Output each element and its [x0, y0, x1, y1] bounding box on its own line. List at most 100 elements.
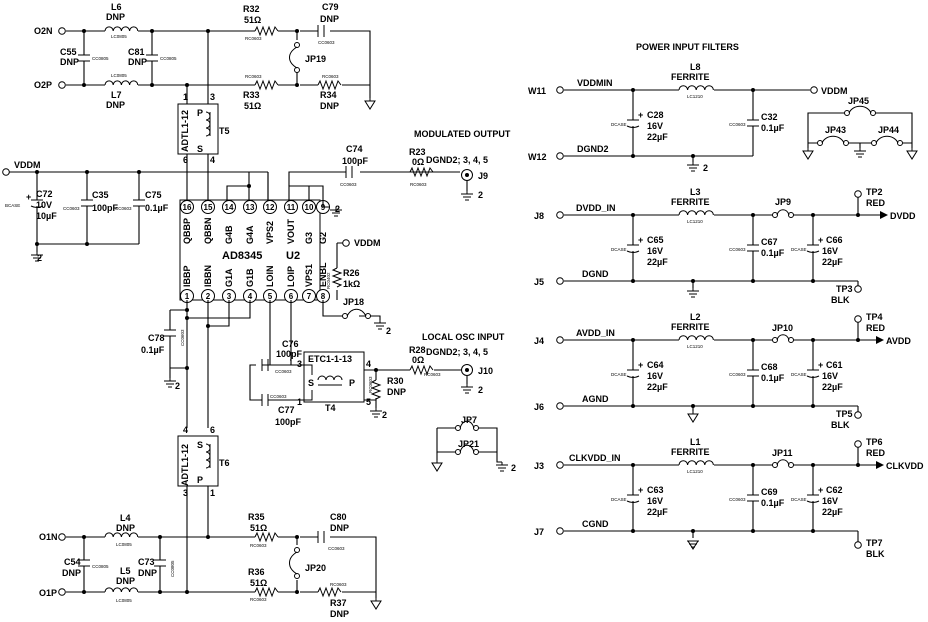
c55-package: CC0805: [92, 56, 109, 61]
j3-terminal[interactable]: [556, 461, 564, 469]
jp7-jumper[interactable]: [459, 420, 475, 429]
svg-text:C78: C78: [148, 333, 165, 343]
r37-resistor: [317, 586, 342, 598]
ic-pin-number: 7: [307, 292, 312, 301]
svg-text:R37: R37: [330, 598, 347, 608]
svg-text:MODULATED OUTPUT: MODULATED OUTPUT: [414, 129, 511, 139]
c66-capacitor: [806, 244, 820, 253]
svg-text:DNP: DNP: [387, 387, 406, 397]
o1p-terminal[interactable]: [58, 588, 66, 596]
j8-terminal[interactable]: [556, 211, 564, 219]
tp7-terminal[interactable]: [854, 541, 862, 549]
svg-text:BLK: BLK: [831, 295, 850, 305]
tp4-terminal[interactable]: [854, 315, 862, 323]
svg-text:CC0603: CC0603: [340, 182, 357, 187]
ic-pin-name: G4A: [245, 225, 255, 244]
r33-resistor: [254, 79, 279, 91]
j5-terminal[interactable]: [556, 277, 564, 285]
jp43-jumper[interactable]: [821, 135, 845, 144]
svg-text:C74: C74: [346, 144, 363, 154]
jp7-jp21-jumpers: JP7 JP21 2: [431, 415, 516, 473]
svg-text:R26: R26: [343, 268, 360, 278]
svg-text:BLK: BLK: [866, 549, 885, 559]
ic-ref: U2: [286, 250, 300, 262]
svg-text:+: +: [818, 235, 823, 245]
svg-text:R30: R30: [387, 376, 404, 386]
jp11-jumper[interactable]: [776, 459, 790, 466]
c65-capacitor: [626, 244, 640, 253]
jp44-jumper[interactable]: [875, 135, 899, 144]
j7-terminal[interactable]: [556, 527, 564, 535]
svg-text:16V: 16V: [822, 496, 838, 506]
c79-capacitor: [317, 25, 325, 37]
j10-connector[interactable]: [461, 364, 473, 376]
ic-pin-name: IBBN: [203, 265, 213, 287]
svg-text:2: 2: [175, 381, 180, 391]
w11-terminal[interactable]: [556, 86, 564, 94]
c75-capacitor: [133, 199, 145, 207]
svg-text:DNP: DNP: [330, 609, 349, 619]
jp19-ref: JP19: [305, 54, 326, 64]
w12-terminal[interactable]: [556, 152, 564, 160]
c74-capacitor: [345, 166, 353, 178]
vddm-enbl-terminal[interactable]: [342, 239, 350, 247]
svg-text:+: +: [638, 360, 643, 370]
jp20-jumper[interactable]: [289, 551, 298, 575]
svg-text:CC0603: CC0603: [63, 206, 80, 211]
j6-terminal[interactable]: [556, 402, 564, 410]
svg-text:+: +: [818, 485, 823, 495]
svg-text:2: 2: [386, 326, 391, 336]
svg-text:0.1µF: 0.1µF: [761, 248, 785, 258]
ic-pin-name: LOIN: [265, 266, 275, 288]
svg-text:O1N: O1N: [39, 532, 58, 542]
jp45-jumper[interactable]: [848, 105, 872, 114]
svg-text:1kΩ: 1kΩ: [343, 279, 360, 289]
svg-text:0Ω: 0Ω: [412, 355, 424, 365]
svg-text:C67: C67: [761, 237, 778, 247]
svg-text:CC0805: CC0805: [92, 564, 109, 569]
svg-text:16V: 16V: [822, 371, 838, 381]
r34-package: RC0603: [322, 74, 339, 79]
jp18-jumper[interactable]: [346, 308, 367, 317]
tp5-terminal[interactable]: [854, 411, 862, 419]
r34-resistor: [317, 79, 342, 91]
tp3-terminal[interactable]: [854, 285, 862, 293]
jp9-jumper[interactable]: [776, 209, 790, 216]
j9-connector[interactable]: [461, 169, 473, 181]
ground-symbol: [364, 97, 376, 110]
o1n-terminal[interactable]: [58, 533, 66, 541]
t6-transformer: 4 6 S P T6 3 1 ADTL1-12: [177, 425, 230, 592]
svg-text:4: 4: [366, 359, 371, 369]
svg-text:+: +: [818, 360, 823, 370]
jp21-jumper[interactable]: [459, 444, 475, 453]
vddm-terminal[interactable]: [2, 168, 10, 176]
c69-capacitor: [747, 494, 759, 502]
jp19-jumper[interactable]: [289, 46, 298, 69]
o2n-terminal[interactable]: [58, 27, 66, 35]
svg-text:TP3: TP3: [836, 284, 853, 294]
l7-value: DNP: [106, 100, 125, 110]
vddm-out-terminal[interactable]: [810, 86, 818, 94]
jp10-jumper[interactable]: [776, 334, 790, 341]
svg-text:RC0603: RC0603: [250, 543, 267, 548]
svg-text:POWER INPUT FILTERS: POWER INPUT FILTERS: [636, 42, 739, 52]
o2p-terminal[interactable]: [58, 81, 66, 89]
j4-terminal[interactable]: [556, 336, 564, 344]
svg-text:FERRITE: FERRITE: [671, 447, 710, 457]
svg-text:3: 3: [183, 488, 188, 498]
svg-text:RC0603: RC0603: [368, 376, 373, 393]
svg-text:BCASE: BCASE: [5, 203, 20, 208]
svg-text:C35: C35: [92, 190, 109, 200]
svg-text:RED: RED: [866, 323, 886, 333]
c76-capacitor: [261, 359, 269, 371]
svg-text:CC0603: CC0603: [729, 372, 746, 377]
tp2-terminal[interactable]: [854, 190, 862, 198]
svg-text:FERRITE: FERRITE: [671, 322, 710, 332]
c72-capacitor: [30, 199, 44, 208]
svg-text:DCASE: DCASE: [791, 372, 807, 377]
tp6-terminal[interactable]: [854, 440, 862, 448]
svg-text:C32: C32: [761, 112, 778, 122]
ic-pin-name: VPS2: [265, 221, 275, 244]
